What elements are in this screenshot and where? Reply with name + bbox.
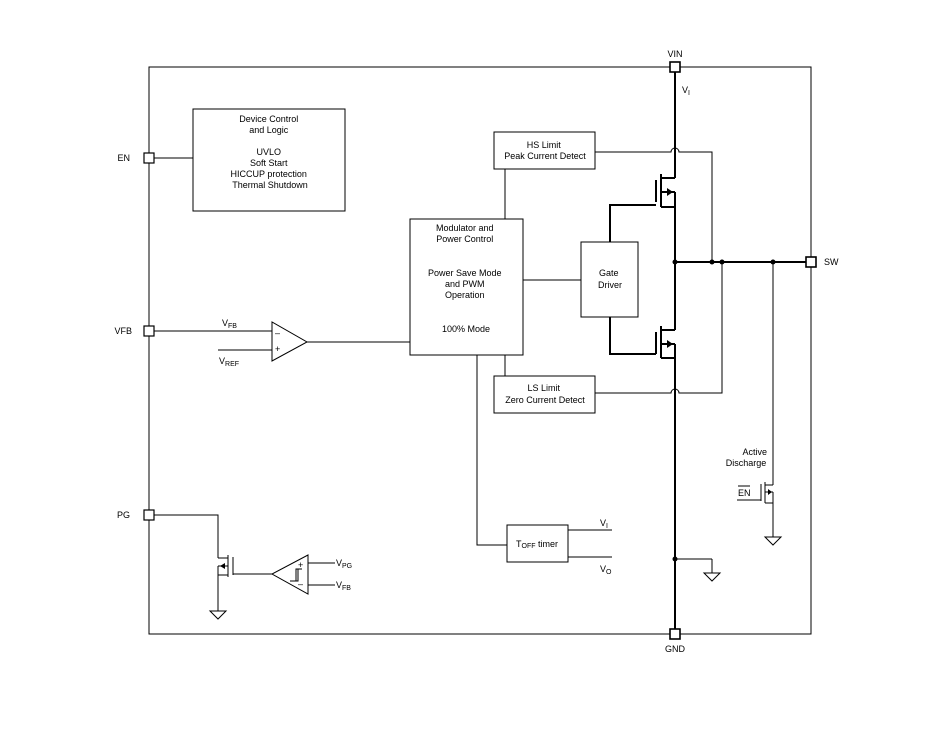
pin-pg[interactable] bbox=[143, 509, 155, 521]
hs-limit-text: HS Limit Peak Current Detect bbox=[504, 140, 586, 161]
vref-in-label: VREF bbox=[219, 356, 239, 368]
active-discharge-label: Active Discharge bbox=[726, 447, 770, 468]
ground-icon bbox=[702, 559, 722, 582]
pin-vin[interactable] bbox=[669, 61, 681, 73]
ls-gate-wire bbox=[609, 317, 656, 355]
gate-driver-text: Gate Driver bbox=[598, 268, 622, 290]
pin-vin-label: VIN bbox=[667, 49, 682, 59]
ls-limit-text: LS Limit Zero Current Detect bbox=[505, 383, 585, 405]
toff-timer-text: TOFF timer bbox=[516, 539, 558, 550]
ground-icon bbox=[763, 536, 783, 546]
device-control-text: Device Control and Logic UVLO Soft Start… bbox=[231, 114, 310, 190]
sw-junction-dot bbox=[672, 259, 678, 265]
hysteresis-icon bbox=[290, 568, 302, 582]
pin-en-label: EN bbox=[117, 153, 130, 163]
pg-minus-sign: – bbox=[298, 579, 303, 589]
pg-plus-sign: + bbox=[298, 560, 303, 570]
pin-gnd-label: GND bbox=[665, 644, 686, 654]
modulator-block bbox=[409, 218, 524, 356]
comparator-icon bbox=[271, 321, 309, 362]
pin-sw-label: SW bbox=[824, 257, 839, 267]
nmos-transistor-icon bbox=[655, 174, 675, 208]
ls-limit-block bbox=[493, 375, 596, 414]
pg-wire bbox=[154, 514, 219, 558]
pin-gnd[interactable] bbox=[669, 628, 681, 640]
mod-to-timer-wire bbox=[476, 355, 507, 546]
pin-en[interactable] bbox=[143, 152, 155, 164]
pin-sw[interactable] bbox=[805, 256, 817, 268]
ground-icon bbox=[208, 610, 228, 620]
en-bar-label: EN bbox=[738, 488, 751, 498]
comparator-icon bbox=[270, 554, 309, 595]
timer-vi-label: VI bbox=[600, 518, 608, 530]
modulator-text: Modulator and Power Control Power Save M… bbox=[428, 223, 504, 334]
pin-vfb-label: VFB bbox=[114, 326, 132, 336]
chip-outline bbox=[148, 66, 812, 635]
nmos-transistor-icon bbox=[760, 482, 773, 504]
nmos-transistor-icon bbox=[218, 555, 234, 577]
pin-vfb[interactable] bbox=[143, 325, 155, 337]
comp-plus-sign: + bbox=[275, 344, 280, 354]
hs-limit-block bbox=[493, 131, 596, 170]
toff-timer-block bbox=[506, 524, 569, 563]
vfb-pg-label: VFB bbox=[336, 580, 351, 592]
comp-minus-sign: – bbox=[275, 328, 280, 338]
vi-top-label: VI bbox=[682, 85, 690, 97]
timer-vo-label: VO bbox=[600, 564, 612, 576]
device-control-block bbox=[192, 108, 346, 212]
hs-gate-wire bbox=[609, 204, 656, 242]
nmos-transistor-icon bbox=[655, 326, 675, 359]
hs-sense-wire bbox=[595, 147, 713, 262]
vpg-label: VPG bbox=[336, 558, 352, 570]
ls-sense-wire bbox=[595, 262, 723, 394]
pin-pg-label: PG bbox=[117, 510, 130, 520]
vfb-in-label: VFB bbox=[222, 318, 237, 330]
